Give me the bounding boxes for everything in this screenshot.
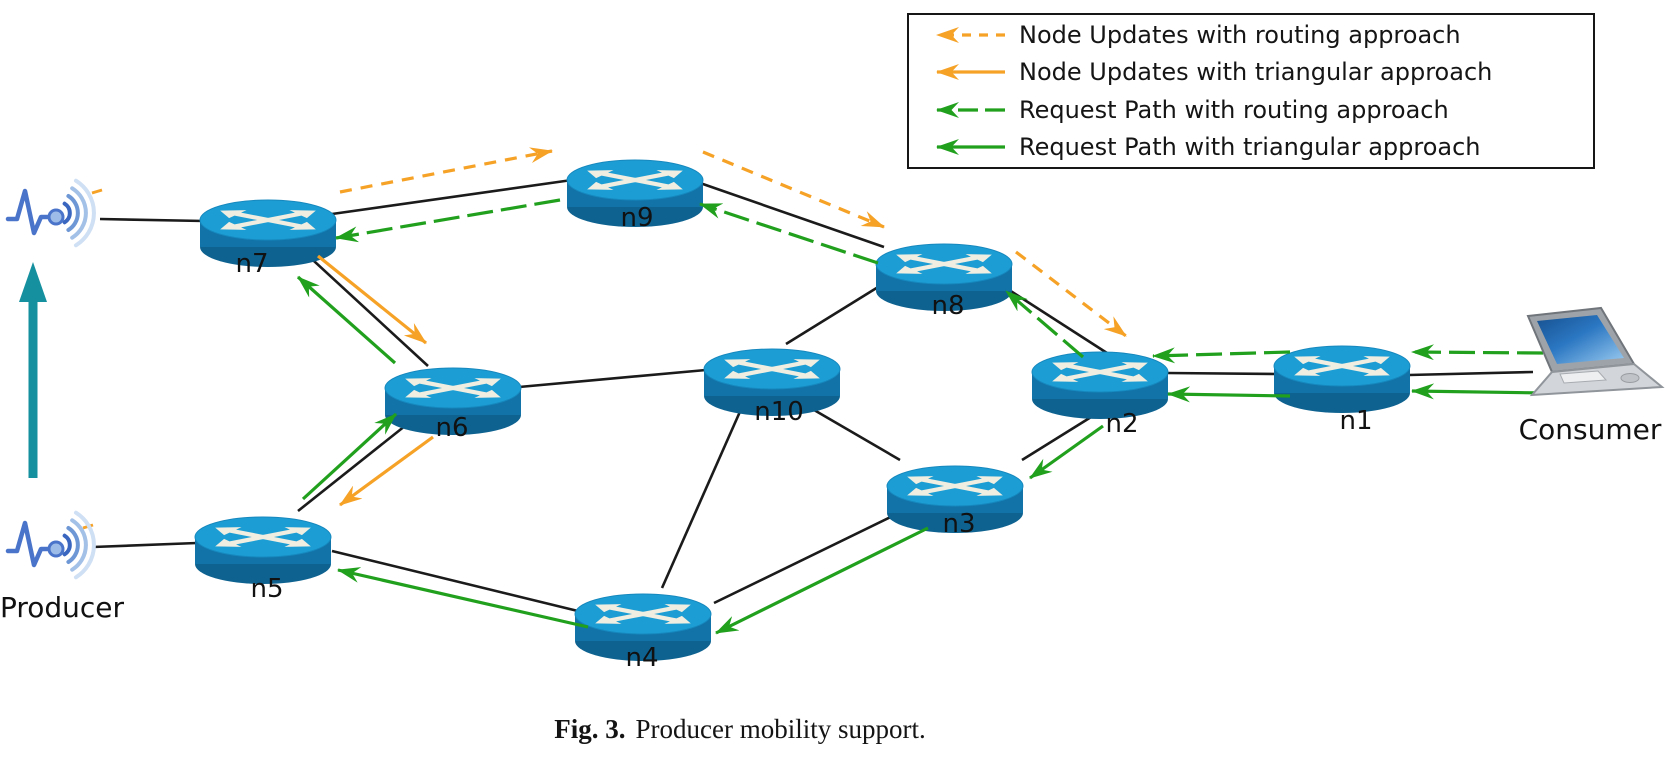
request-routing-arrow-consumer>n1 bbox=[1411, 344, 1544, 361]
node-label-n5: n5 bbox=[250, 574, 283, 604]
router-node-n8 bbox=[875, 243, 1013, 311]
link-n5-n4 bbox=[331, 549, 583, 614]
router-crossed-arrows-icon bbox=[907, 476, 1003, 496]
node-label-n2: n2 bbox=[1105, 409, 1138, 439]
link-n1-consumer bbox=[1408, 370, 1534, 377]
node-label-n6: n6 bbox=[435, 413, 468, 443]
legend-arrow-sample-solid bbox=[936, 64, 1005, 81]
link-layer bbox=[92, 178, 1534, 614]
link-n9-n8 bbox=[699, 181, 885, 249]
node-label-n4: n4 bbox=[625, 643, 658, 673]
link-n6-n5 bbox=[297, 412, 421, 513]
link-n7-n9 bbox=[331, 178, 573, 216]
link-n7-n6 bbox=[301, 249, 429, 367]
node-label-n7: n7 bbox=[235, 249, 268, 279]
node-update-routing-arrow-n7>n9 bbox=[339, 147, 553, 194]
legend-arrow-sample-longdash bbox=[936, 101, 1005, 118]
request-triangular-arrow-n5>n6 bbox=[301, 412, 398, 501]
router-crossed-arrows-icon bbox=[896, 254, 992, 274]
request-triangular-arrow-n3>n4 bbox=[715, 526, 929, 635]
node-label-n3: n3 bbox=[942, 509, 975, 539]
label-layer: n1 n2 n3 n4 n5 n6 n7 n8 n9 n10 bbox=[235, 203, 1372, 673]
request-routing-arrow-n1>n2 bbox=[1152, 347, 1291, 364]
router-crossed-arrows-icon bbox=[1294, 356, 1390, 376]
legend-arrow-sample-solid bbox=[936, 139, 1005, 156]
orange-tick bbox=[91, 188, 103, 195]
node-update-triangular-arrow-n6>n5 bbox=[339, 435, 434, 507]
legend-item-3: Request Path with triangular approach bbox=[909, 130, 1593, 165]
link-n3-n4 bbox=[713, 509, 904, 605]
router-crossed-arrows-icon bbox=[405, 378, 501, 398]
node-label-n8: n8 bbox=[931, 291, 964, 321]
router-node-n5 bbox=[194, 516, 332, 584]
consumer-label: Consumer bbox=[1518, 413, 1662, 446]
router-crossed-arrows-icon bbox=[595, 604, 691, 624]
router-crossed-arrows-icon bbox=[587, 170, 683, 190]
request-triangular-arrow-n4>n5 bbox=[337, 567, 589, 629]
router-crossed-arrows-icon bbox=[220, 210, 316, 230]
request-triangular-arrow-consumer>n1 bbox=[1411, 383, 1547, 400]
legend-label: Node Updates with triangular approach bbox=[1019, 58, 1493, 87]
endpoint-icon-layer bbox=[5, 178, 1665, 580]
router-node-n6 bbox=[384, 367, 522, 435]
router-node-n7 bbox=[199, 199, 337, 267]
producer-wireless-icon bbox=[5, 510, 96, 580]
router-crossed-arrows-icon bbox=[724, 359, 820, 379]
figure-caption: Fig. 3. Producer mobility support. bbox=[0, 714, 1480, 745]
producer-mobility-arrow bbox=[19, 262, 47, 478]
producer-new-position-wireless-icon bbox=[5, 178, 96, 248]
request-triangular-arrow-n1>n2 bbox=[1167, 386, 1291, 403]
producer-label: Producer bbox=[0, 591, 125, 624]
legend-label: Request Path with routing approach bbox=[1019, 95, 1449, 124]
link-producer_new-n7 bbox=[99, 217, 205, 223]
link-producer-n5 bbox=[92, 541, 198, 549]
router-node-n2 bbox=[1031, 351, 1169, 419]
legend-item-0: Node Updates with routing approach bbox=[909, 17, 1593, 52]
legend-item-1: Node Updates with triangular approach bbox=[909, 55, 1593, 90]
node-update-routing-arrow-n9>n8 bbox=[702, 150, 885, 229]
flow-arrow-layer bbox=[82, 147, 1547, 635]
router-node-n1 bbox=[1273, 345, 1411, 413]
legend-label: Request Path with triangular approach bbox=[1019, 133, 1481, 162]
legend-item-2: Request Path with routing approach bbox=[909, 92, 1593, 127]
consumer-laptop-icon bbox=[1526, 306, 1665, 397]
request-routing-arrow-n8>n9 bbox=[699, 202, 879, 265]
node-layer bbox=[194, 159, 1411, 661]
caption-text: Producer mobility support. bbox=[635, 714, 926, 744]
router-node-n10 bbox=[703, 348, 841, 416]
router-crossed-arrows-icon bbox=[215, 527, 311, 547]
router-node-n4 bbox=[574, 593, 712, 661]
link-n10-n4 bbox=[660, 397, 748, 589]
router-node-n3 bbox=[886, 465, 1024, 533]
request-routing-arrow-n9>n7 bbox=[335, 198, 561, 243]
node-update-triangular-arrow-n7>n6 bbox=[316, 254, 428, 345]
link-n2-n1 bbox=[1166, 371, 1278, 376]
link-n6-n10 bbox=[518, 368, 707, 389]
node-label-n9: n9 bbox=[620, 203, 653, 233]
legend-arrow-sample-dashed bbox=[936, 26, 1005, 43]
request-routing-arrow-n2>n8 bbox=[1004, 289, 1085, 359]
router-crossed-arrows-icon bbox=[1052, 362, 1148, 382]
node-update-routing-arrow-n8>n2 bbox=[1015, 250, 1127, 338]
caption-number: Fig. 3. bbox=[554, 714, 626, 744]
router-node-n9 bbox=[566, 159, 704, 227]
link-n8-n2 bbox=[1005, 286, 1108, 355]
request-triangular-arrow-n6>n7 bbox=[296, 275, 397, 365]
node-label-n10: n10 bbox=[754, 397, 804, 427]
node-label-n1: n1 bbox=[1339, 406, 1372, 436]
legend-label: Node Updates with routing approach bbox=[1019, 20, 1461, 49]
request-triangular-arrow-n2>n3 bbox=[1029, 424, 1104, 480]
link-n8-n10 bbox=[785, 282, 884, 346]
